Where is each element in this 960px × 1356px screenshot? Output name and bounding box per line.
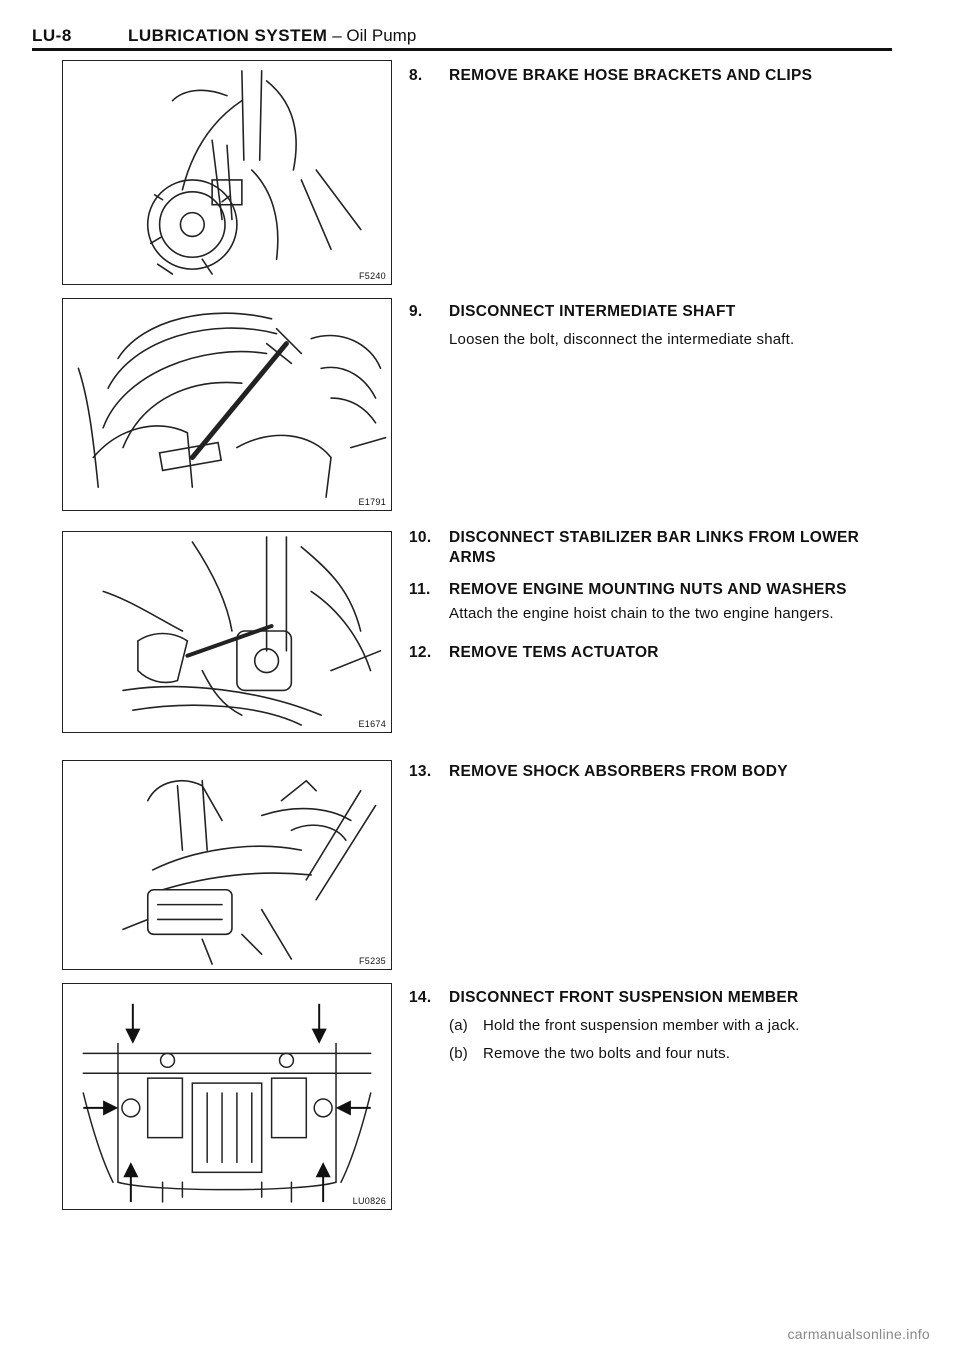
step-number: 13. [409, 763, 432, 780]
figure-suspension-member: LU0826 [62, 983, 392, 1210]
step-heading: 12. REMOVE TEMS ACTUATOR [409, 643, 899, 663]
page-id: LU-8 [32, 26, 72, 45]
step-number: 10. [409, 529, 432, 546]
figure-shock-absorber: F5235 [62, 760, 392, 970]
substep-a: (a) Hold the front suspension member wit… [449, 1016, 899, 1036]
footer-watermark: carmanualsonline.info [787, 1326, 930, 1342]
step-number: 12. [409, 644, 432, 661]
brake-hose-illustration [146, 70, 362, 275]
figure-code: LU0826 [352, 1196, 386, 1206]
step-14: 14. DISCONNECT FRONT SUSPENSION MEMBER (… [409, 988, 899, 1064]
step-11: 11. REMOVE ENGINE MOUNTING NUTS AND WASH… [409, 580, 899, 624]
step-number: 9. [409, 303, 423, 320]
figure-code: F5235 [358, 956, 386, 966]
substep-text: Hold the front suspension member with a … [483, 1017, 800, 1034]
step-title: REMOVE TEMS ACTUATOR [449, 644, 659, 661]
step-heading: 13. REMOVE SHOCK ABSORBERS FROM BODY [409, 762, 899, 782]
step-13: 13. REMOVE SHOCK ABSORBERS FROM BODY [409, 762, 899, 782]
page-header: LU-8 LUBRICATION SYSTEM – Oil Pump [32, 22, 892, 51]
figure-code: E1791 [358, 497, 386, 507]
substep-b: (b) Remove the two bolts and four nuts. [449, 1044, 899, 1064]
step-heading: 8. REMOVE BRAKE HOSE BRACKETS AND CLIPS [409, 66, 899, 86]
step-9: 9. DISCONNECT INTERMEDIATE SHAFT Loosen … [409, 302, 899, 350]
figure-brake-hose: F5240 [62, 60, 392, 285]
step-heading: 14. DISCONNECT FRONT SUSPENSION MEMBER [409, 988, 899, 1008]
suspension-member-illustration [82, 1003, 372, 1203]
step-12: 12. REMOVE TEMS ACTUATOR [409, 643, 899, 663]
step-number: 11. [409, 581, 431, 598]
step-title: DISCONNECT INTERMEDIATE SHAFT [449, 303, 736, 320]
step-title: REMOVE BRAKE HOSE BRACKETS AND CLIPS [449, 67, 813, 84]
figure-code: E1674 [358, 719, 386, 729]
figure-stabilizer-link: E1674 [62, 531, 392, 733]
step-number: 14. [409, 989, 432, 1006]
step-title: REMOVE SHOCK ABSORBERS FROM BODY [449, 763, 788, 780]
intermediate-shaft-illustration [77, 312, 387, 498]
shock-absorber-illustration [122, 779, 377, 965]
section-title: LUBRICATION SYSTEM – Oil Pump [128, 26, 416, 46]
step-heading: 9. DISCONNECT INTERMEDIATE SHAFT [409, 302, 899, 322]
section-name: LUBRICATION SYSTEM [128, 26, 328, 45]
header-rule [32, 48, 892, 51]
step-heading: 10. DISCONNECT STABILIZER BAR LINKS FROM… [409, 528, 899, 568]
substep-label: (a) [449, 1017, 468, 1034]
figure-intermediate-shaft: E1791 [62, 298, 392, 511]
step-10: 10. DISCONNECT STABILIZER BAR LINKS FROM… [409, 528, 899, 568]
step-title: REMOVE ENGINE MOUNTING NUTS AND WASHERS [449, 581, 847, 598]
step-title: DISCONNECT FRONT SUSPENSION MEMBER [449, 989, 799, 1006]
step-number: 8. [409, 67, 423, 84]
step-title: DISCONNECT STABILIZER BAR LINKS FROM LOW… [449, 529, 860, 566]
step-8: 8. REMOVE BRAKE HOSE BRACKETS AND CLIPS [409, 66, 899, 86]
step-body: Loosen the bolt, disconnect the intermed… [449, 331, 795, 348]
subsection-name: – Oil Pump [332, 26, 417, 45]
figure-code: F5240 [358, 271, 386, 281]
stabilizer-link-illustration [102, 536, 382, 726]
substep-label: (b) [449, 1045, 468, 1062]
step-heading: 11. REMOVE ENGINE MOUNTING NUTS AND WASH… [409, 580, 899, 600]
substep-text: Remove the two bolts and four nuts. [483, 1045, 731, 1062]
step-body: Attach the engine hoist chain to the two… [449, 605, 834, 622]
